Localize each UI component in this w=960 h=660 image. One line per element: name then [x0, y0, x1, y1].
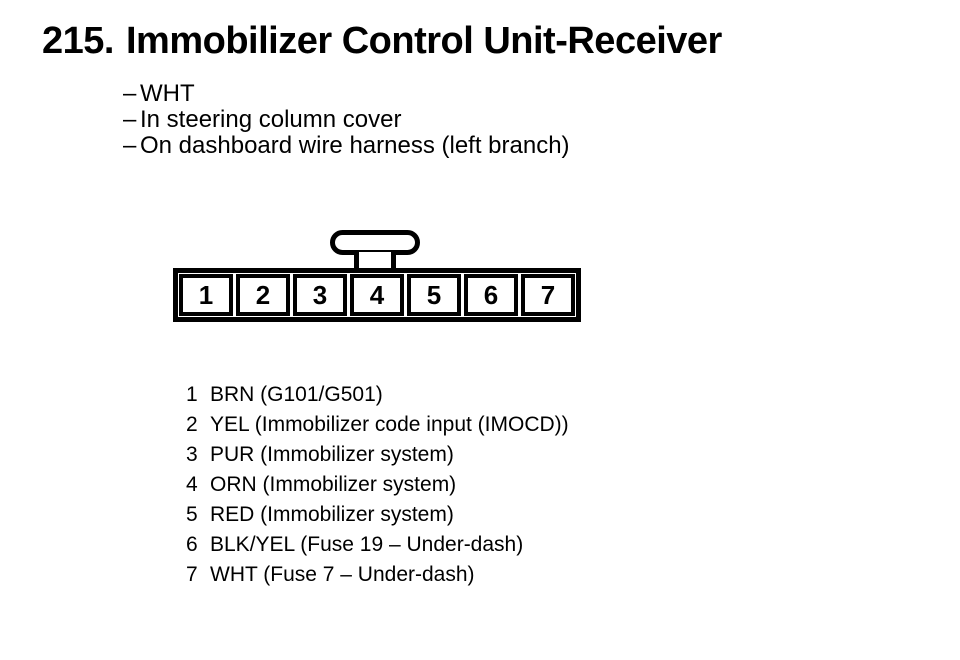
pin-number: 2 — [186, 413, 198, 436]
note-text: WHT — [140, 80, 195, 107]
pin-number: 5 — [186, 503, 198, 526]
pin-number: 7 — [186, 563, 198, 586]
pin-description: WHT (Fuse 7 – Under-dash) — [210, 563, 475, 586]
connector-cavity-7: 7 — [521, 274, 575, 316]
note-text: In steering column cover — [140, 106, 402, 133]
dash-bullet: – — [123, 80, 137, 107]
connector-cavity-1: 1 — [179, 274, 233, 316]
pin-row: 1 BRN (G101/G501) — [186, 380, 569, 410]
pin-number: 6 — [186, 533, 198, 556]
pin-list: 1 BRN (G101/G501) 2 YEL (Immobilizer cod… — [186, 380, 569, 590]
dash-bullet: – — [123, 132, 137, 159]
pin-description: BLK/YEL (Fuse 19 – Under-dash) — [210, 533, 524, 556]
figure-number: 215. — [42, 20, 114, 62]
page-title: Immobilizer Control Unit-Receiver — [126, 20, 722, 62]
pin-row: 2 YEL (Immobilizer code input (IMOCD)) — [186, 410, 569, 440]
pin-number: 4 — [186, 473, 198, 496]
note-item: – In steering column cover — [123, 107, 570, 133]
pin-description: YEL (Immobilizer code input (IMOCD)) — [210, 413, 569, 436]
note-text: On dashboard wire harness (left branch) — [140, 132, 570, 159]
pin-description: PUR (Immobilizer system) — [210, 443, 454, 466]
connector-cavity-3: 3 — [293, 274, 347, 316]
connector-diagram: 1 2 3 4 5 6 7 — [173, 268, 581, 322]
pin-number: 3 — [186, 443, 198, 466]
note-item: – On dashboard wire harness (left branch… — [123, 133, 570, 159]
pin-row: 5 RED (Immobilizer system) — [186, 500, 569, 530]
pin-description: ORN (Immobilizer system) — [210, 473, 457, 496]
note-item: – WHT — [123, 81, 570, 107]
pin-description: BRN (G101/G501) — [210, 383, 383, 406]
pin-row: 4 ORN (Immobilizer system) — [186, 470, 569, 500]
pin-number: 1 — [186, 383, 198, 406]
pin-row: 6 BLK/YEL (Fuse 19 – Under-dash) — [186, 530, 569, 560]
connector-cavity-2: 2 — [236, 274, 290, 316]
notes-list: – WHT – In steering column cover – On da… — [123, 81, 570, 159]
pin-description: RED (Immobilizer system) — [210, 503, 454, 526]
pin-row: 7 WHT (Fuse 7 – Under-dash) — [186, 560, 569, 590]
pin-row: 3 PUR (Immobilizer system) — [186, 440, 569, 470]
connector-cavity-6: 6 — [464, 274, 518, 316]
connector-lock-tab-stem — [354, 252, 396, 269]
connector-cavity-5: 5 — [407, 274, 461, 316]
dash-bullet: – — [123, 106, 137, 133]
connector-cavity-4: 4 — [350, 274, 404, 316]
